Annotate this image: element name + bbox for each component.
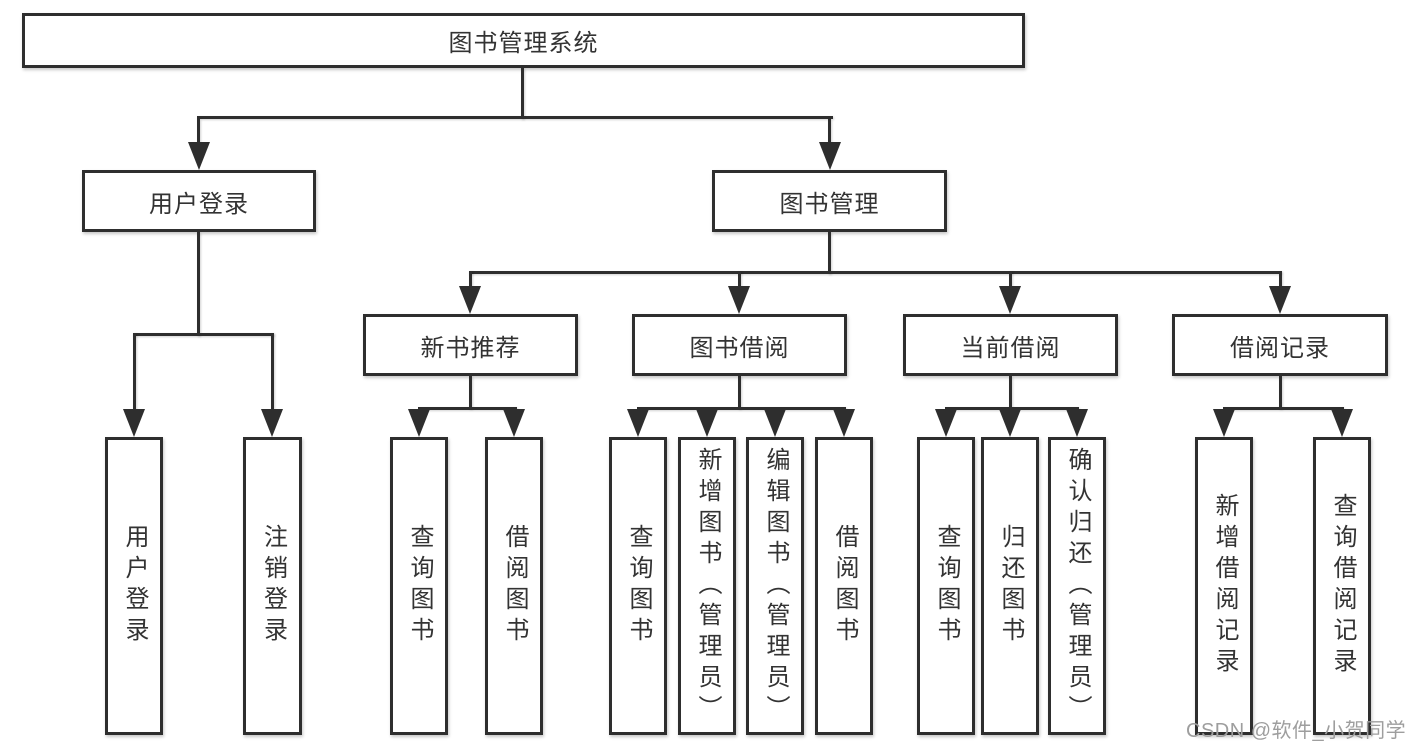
leaf-user-login: 用户登录: [105, 437, 163, 735]
connector-stub-current-borrow: [1009, 271, 1012, 287]
leaf-edit-books-admin: 编辑图书（管理员）: [746, 437, 804, 735]
leaf-borrow-books-recommend: 借阅图书: [485, 437, 543, 735]
arrow-down-icon: [819, 142, 841, 170]
arrow-down-icon: [728, 286, 750, 314]
connector-root-drop: [521, 68, 524, 119]
node-library-system: 图书管理系统: [22, 13, 1025, 68]
node-book-management-label: 图书管理: [779, 190, 880, 218]
node-current-borrow-label: 当前借阅: [960, 334, 1061, 362]
watermark: CSDN @软件_小贺同学: [1186, 720, 1405, 742]
node-book-borrow: 图书借阅: [632, 314, 847, 376]
node-library-system-label: 图书管理系统: [448, 30, 599, 57]
leaf-add-borrow-record: 新增借阅记录: [1195, 437, 1253, 735]
arrow-down-icon: [999, 409, 1021, 437]
leaf-label: 查询借阅记录: [1329, 493, 1356, 679]
node-new-book-recommend-label: 新书推荐: [420, 334, 521, 362]
connector-stub-borrow-records: [1279, 271, 1282, 287]
connector-stub-login-leaf2: [271, 333, 274, 411]
connector-records-rail: [1223, 407, 1344, 410]
leaf-label: 编辑图书（管理员）: [762, 446, 789, 726]
arrow-down-icon: [1066, 409, 1088, 437]
arrow-down-icon: [833, 409, 855, 437]
arrow-down-icon: [1331, 409, 1353, 437]
leaf-label: 借阅图书: [501, 524, 528, 648]
leaf-logout: 注销登录: [243, 437, 302, 735]
leaf-query-books-recommend: 查询图书: [390, 437, 448, 735]
node-current-borrow: 当前借阅: [903, 314, 1118, 376]
node-book-management: 图书管理: [712, 170, 947, 232]
connector-stub-new-book: [469, 271, 472, 287]
node-new-book-recommend: 新书推荐: [363, 314, 578, 376]
connector-root-rail: [197, 116, 833, 119]
leaf-label: 新增图书（管理员）: [694, 446, 721, 726]
leaf-label: 查询图书: [625, 524, 652, 648]
connector-newbook-rail: [418, 407, 517, 410]
arrow-down-icon: [1213, 409, 1235, 437]
arrow-down-icon: [261, 409, 283, 437]
arrow-down-icon: [503, 409, 525, 437]
arrow-down-icon: [123, 409, 145, 437]
connector-stub-book-mgmt: [828, 119, 831, 144]
leaf-add-books-admin: 新增图书（管理员）: [678, 437, 736, 735]
leaf-label: 查询图书: [406, 524, 433, 648]
leaf-return-books: 归还图书: [981, 437, 1039, 735]
connector-mgmt-rail: [469, 271, 1281, 274]
leaf-label: 新增借阅记录: [1211, 493, 1238, 679]
connector-stub-user-login: [197, 119, 200, 144]
connector-stub-book-borrow: [738, 271, 741, 287]
arrow-down-icon: [459, 286, 481, 314]
connector-login-rail: [133, 333, 274, 336]
connector-bookborrow-rail: [637, 407, 846, 410]
leaf-borrow-books: 借阅图书: [815, 437, 873, 735]
arrow-down-icon: [935, 409, 957, 437]
arrow-down-icon: [696, 409, 718, 437]
arrow-down-icon: [408, 409, 430, 437]
arrow-down-icon: [627, 409, 649, 437]
node-borrow-records-label: 借阅记录: [1230, 334, 1330, 362]
connector-currentborrow-drop: [1009, 376, 1012, 409]
leaf-query-books-borrow: 查询图书: [609, 437, 667, 735]
leaf-label: 借阅图书: [831, 524, 858, 648]
leaf-query-books-current: 查询图书: [917, 437, 975, 735]
arrow-down-icon: [1269, 286, 1291, 314]
arrow-down-icon: [188, 142, 210, 170]
node-book-borrow-label: 图书借阅: [689, 334, 790, 362]
node-borrow-records: 借阅记录: [1172, 314, 1388, 376]
arrow-down-icon: [999, 286, 1021, 314]
leaf-label: 注销登录: [259, 524, 287, 648]
connector-newbook-drop: [469, 376, 472, 409]
connector-stub-login-leaf1: [133, 333, 136, 411]
leaf-label: 用户登录: [121, 524, 148, 648]
node-user-login-label: 用户登录: [149, 190, 249, 218]
connector-mgmt-drop: [828, 232, 831, 274]
leaf-query-borrow-record: 查询借阅记录: [1313, 437, 1371, 735]
connector-currentborrow-rail: [945, 407, 1079, 410]
leaf-label: 查询图书: [933, 524, 960, 648]
connector-login-drop: [197, 232, 200, 336]
node-user-login: 用户登录: [82, 170, 316, 232]
connector-records-drop: [1279, 376, 1282, 409]
leaf-label: 确认归还（管理员）: [1064, 446, 1091, 726]
connector-bookborrow-drop: [738, 376, 741, 409]
leaf-confirm-return-admin: 确认归还（管理员）: [1048, 437, 1106, 735]
leaf-label: 归还图书: [997, 524, 1024, 648]
arrow-down-icon: [764, 409, 786, 437]
